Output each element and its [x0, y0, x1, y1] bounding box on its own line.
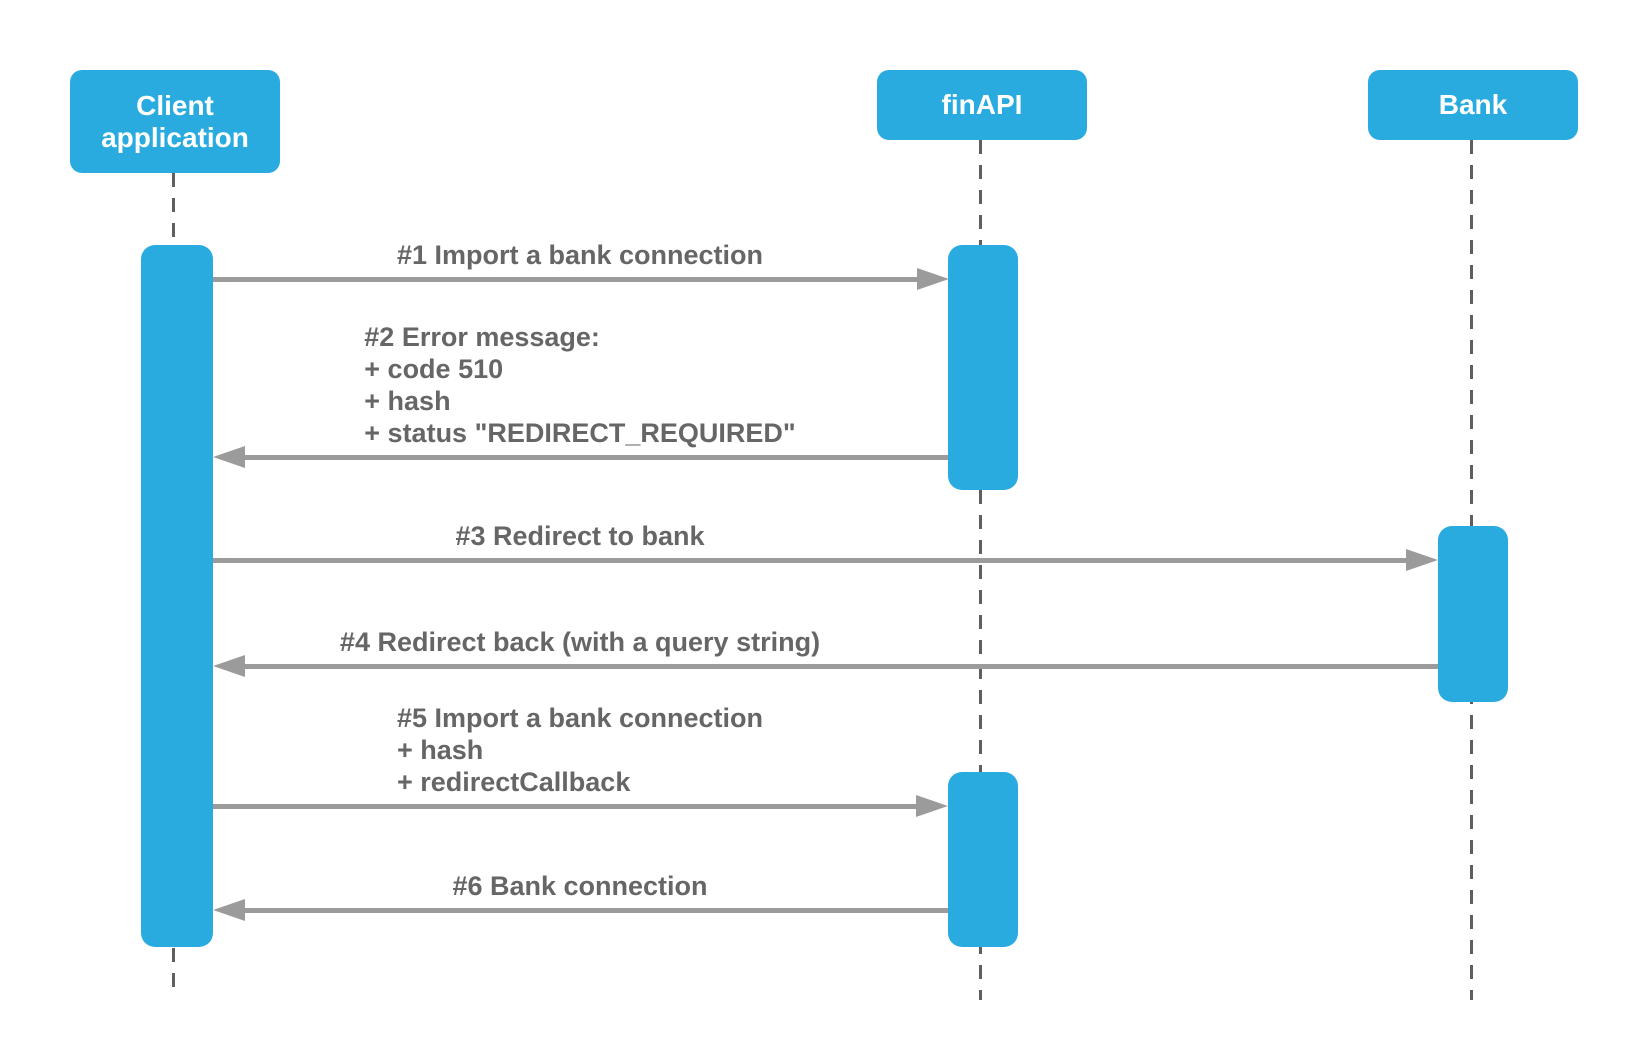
message-2-arrowhead — [213, 446, 245, 468]
activation-bar-client — [141, 245, 213, 947]
message-5-label: #5 Import a bank connection + hash + red… — [396, 703, 764, 797]
message-2-arrow — [244, 455, 948, 460]
message-1-arrow — [213, 277, 920, 282]
message-3-arrow — [213, 558, 1409, 563]
message-5-arrow — [213, 804, 919, 809]
message-5-arrowhead — [916, 795, 948, 817]
message-3-arrowhead — [1406, 549, 1438, 571]
actor-bank-label: Bank — [1438, 89, 1508, 120]
activation-bar-finapi-2 — [948, 772, 1018, 947]
actor-client-application: Client application — [70, 70, 280, 173]
message-6-arrow — [244, 908, 948, 913]
message-1-label: #1 Import a bank connection — [396, 240, 764, 270]
message-4-label: #4 Redirect back (with a query string) — [339, 627, 821, 657]
actor-bank: Bank — [1368, 70, 1578, 140]
activation-bar-bank — [1438, 526, 1508, 702]
activation-bar-finapi-1 — [948, 245, 1018, 490]
actor-finapi: finAPI — [877, 70, 1087, 140]
message-6-arrowhead — [213, 899, 245, 921]
lifeline-finapi — [979, 140, 982, 1000]
message-1-arrowhead — [917, 268, 949, 290]
actor-client-application-label: Client application — [101, 89, 249, 153]
message-4-arrow — [244, 664, 1438, 669]
actor-finapi-label: finAPI — [941, 89, 1023, 120]
message-2-label: #2 Error message: + code 510 + hash + st… — [364, 322, 796, 448]
message-4-arrowhead — [213, 655, 245, 677]
message-3-label: #3 Redirect to bank — [455, 521, 705, 551]
message-6-label: #6 Bank connection — [452, 871, 708, 901]
